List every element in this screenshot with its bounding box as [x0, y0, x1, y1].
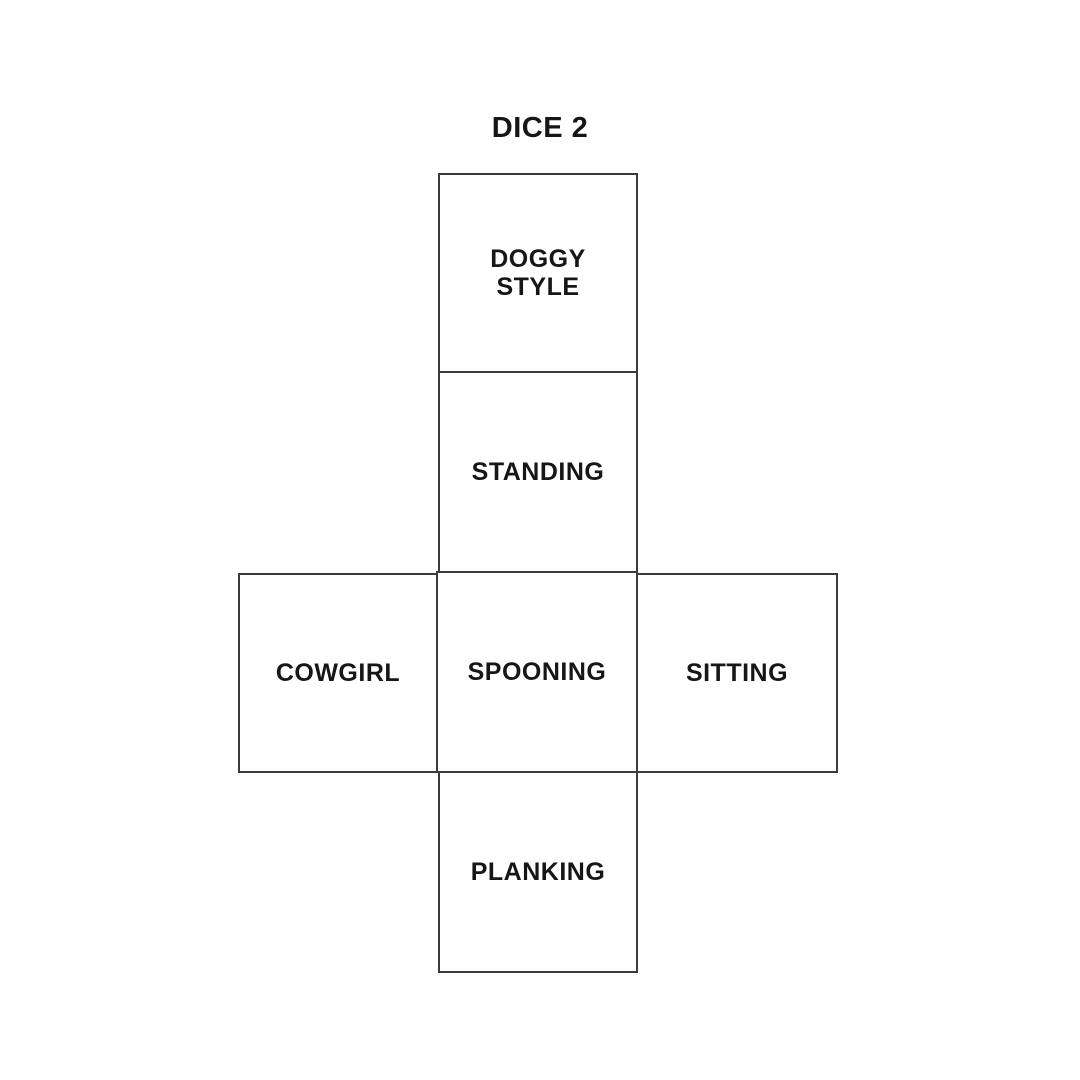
face-doggy-style: DOGGY STYLE: [438, 173, 638, 373]
page-title: DICE 2: [491, 112, 589, 144]
dice-net: DOGGY STYLE STANDING COWGIRL SPOONING SI…: [238, 173, 838, 973]
face-spooning-label: SPOONING: [467, 658, 607, 686]
face-standing-label: STANDING: [471, 458, 605, 486]
face-standing: STANDING: [438, 371, 638, 573]
face-spooning: SPOONING: [436, 571, 638, 773]
face-doggy-style-label: DOGGY STYLE: [490, 245, 586, 301]
face-cowgirl: COWGIRL: [238, 573, 438, 773]
face-cowgirl-label: COWGIRL: [275, 659, 401, 687]
face-planking: PLANKING: [438, 771, 638, 973]
face-planking-label: PLANKING: [470, 858, 606, 886]
face-sitting: SITTING: [636, 573, 838, 773]
face-sitting-label: SITTING: [685, 659, 789, 687]
